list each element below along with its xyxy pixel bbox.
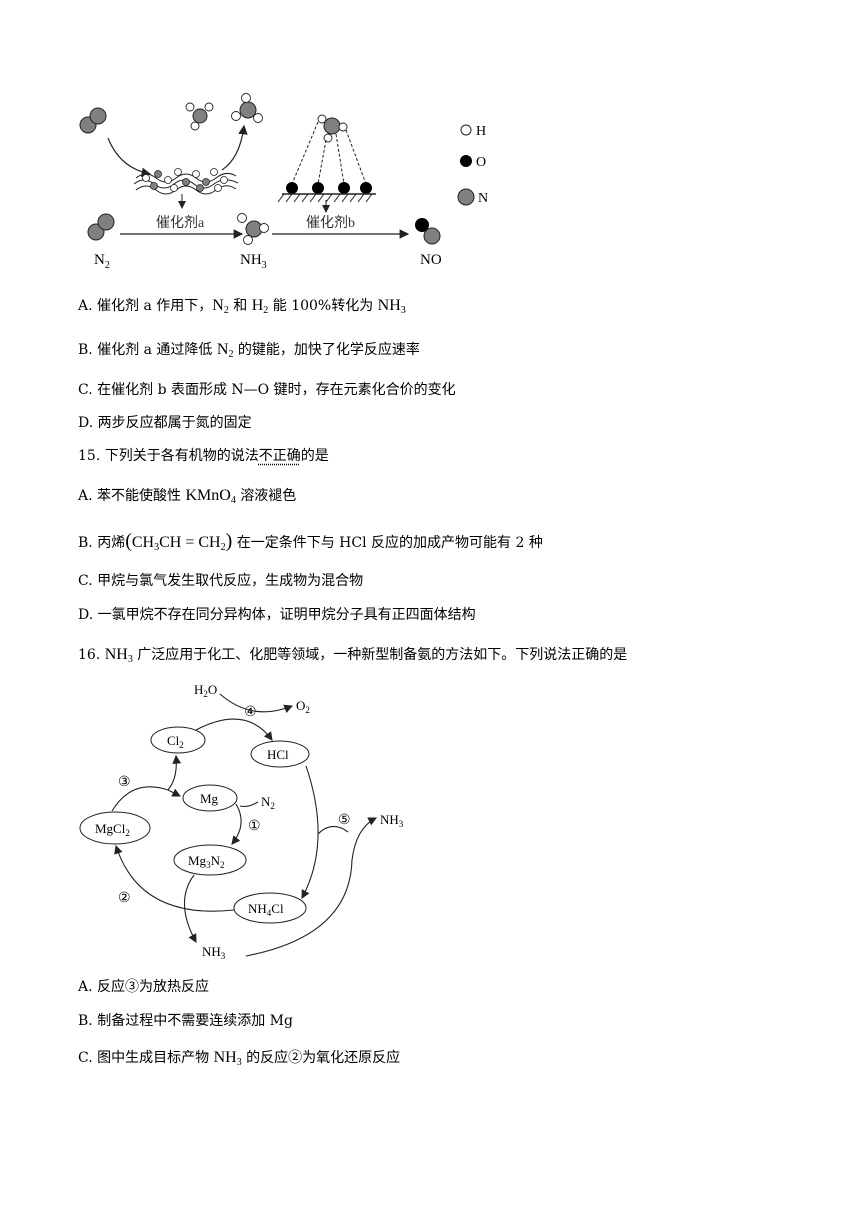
nh3-label: NH3 (240, 252, 267, 271)
legend-o-swatch (460, 155, 472, 167)
mg-node (182, 784, 238, 812)
q16-option-b: B. 制备过程中不需要连续添加 Mg (78, 1013, 293, 1029)
o-n-molecule (317, 114, 348, 143)
legend: H O N (457, 124, 488, 206)
n2-input-label: N2 (261, 794, 275, 811)
nh3-product-right-label: NH3 (380, 812, 404, 829)
step-4-label: ④ (244, 705, 257, 720)
step-5-label: ⑤ (338, 813, 351, 828)
q16-option-c: C. 图中生成目标产物 NH3 的反应②为氧化还原反应 (78, 1049, 401, 1068)
mgcl2-node (79, 811, 151, 845)
q15-option-a: A. 苯不能使酸性 KMnO4 溶液褪色 (78, 487, 297, 506)
q16-stem: 16. NH3 广泛应用于化工、化肥等领域，一种新型制备氨的方法如下。下列说法正… (78, 646, 628, 665)
q15-emphasis: 不正确 (258, 448, 301, 464)
nh3-product-bottom-label: NH3 (202, 944, 226, 961)
q14-option-b: B. 催化剂 a 通过降低 N2 的键能，加快了化学反应速率 (78, 341, 420, 360)
q14-option-d: D. 两步反应都属于氮的固定 (78, 415, 252, 431)
n2-molecule-top (79, 107, 107, 134)
legend-n-label: N (478, 191, 488, 206)
legend-o-label: O (476, 155, 486, 170)
catalyst-b-surface (277, 182, 376, 203)
hcl-node (250, 740, 310, 768)
step-3-label: ③ (118, 775, 131, 790)
catalyst-mechanism-figure: H O N 催化剂a 催化剂b N2 NH3 NO (79, 93, 488, 271)
ammonia-cycle-diagram: H2O O2 ④ Cl2 HCl Mg N2 ① MgCl2 ③ Mg3N2 ⑤… (79, 682, 404, 961)
legend-h-label: H (476, 124, 486, 139)
cl2-node (150, 726, 206, 754)
mg-label: Mg (200, 791, 219, 806)
n2-label: N2 (94, 252, 110, 271)
n2-molecule-bottom (87, 213, 115, 241)
nh3-molecule-top (231, 93, 263, 123)
catalyst-b-label: 催化剂b (306, 215, 355, 231)
nh3-molecule-small (185, 102, 214, 131)
step-1-label: ① (248, 819, 261, 834)
q15-option-c: C. 甲烷与氯气发生取代反应，生成物为混合物 (78, 573, 364, 589)
q15-option-b: B. 丙烯(CH3CH = CH2) 在一定条件下与 HCl 反应的加成产物可能… (78, 530, 543, 553)
legend-h-swatch (460, 124, 472, 136)
no-label: NO (420, 252, 442, 268)
q15-option-d: D. 一氯甲烷不存在同分异构体，证明甲烷分子具有正四面体结构 (78, 607, 476, 623)
step-2-label: ② (118, 891, 131, 906)
h2o-label: H2O (194, 682, 217, 699)
catalyst-b-dashes (291, 121, 367, 185)
nh3-molecule-bottom (237, 213, 269, 245)
q16-option-a: A. 反应③为放热反应 (78, 979, 210, 995)
mg3n2-node (173, 844, 247, 876)
mgcl2-label: MgCl2 (95, 821, 130, 838)
q15-stem: 15. 下列关于各有机物的说法不正确的是 (78, 448, 329, 464)
nh4cl-label: NH4Cl (248, 901, 284, 918)
q14-option-a: A. 催化剂 a 作用下，N2 和 H2 能 100%转化为 NH3 (78, 297, 406, 316)
legend-n-swatch (457, 188, 475, 206)
no-molecule (415, 218, 441, 245)
hcl-label: HCl (267, 747, 289, 762)
nh4cl-node (233, 892, 307, 924)
mg3n2-label: Mg3N2 (188, 853, 224, 870)
q14-option-c: C. 在催化剂 b 表面形成 N—O 键时，存在元素化合价的变化 (78, 382, 456, 398)
catalyst-a-surface (133, 168, 239, 195)
cl2-label: Cl2 (167, 733, 184, 750)
catalyst-a-label: 催化剂a (156, 215, 205, 231)
cycle-arrows (111, 693, 377, 957)
o2-label: O2 (296, 698, 310, 715)
